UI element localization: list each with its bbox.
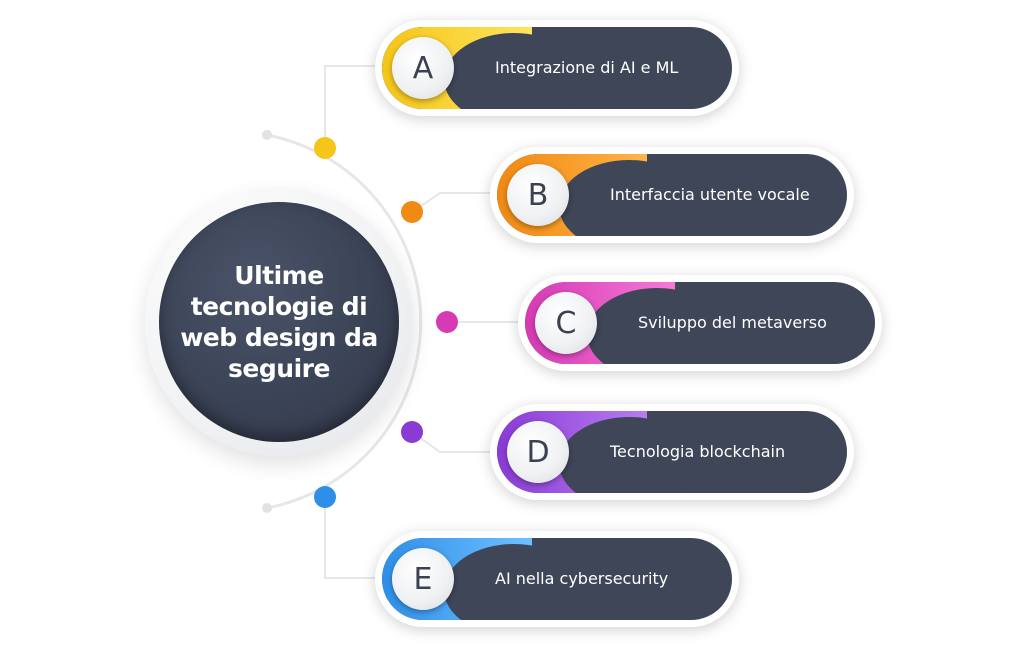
branch-a	[324, 65, 380, 148]
center-title: Ultime tecnologie di web design da segui…	[180, 261, 378, 383]
node-dot-a	[314, 137, 336, 159]
node-dot-d	[401, 421, 423, 443]
center-circle: Ultime tecnologie di web design da segui…	[159, 202, 399, 442]
item-letter-badge: E	[392, 548, 454, 610]
arc-line	[266, 133, 423, 510]
item-a: A Integrazione di AI e ML	[375, 20, 739, 116]
node-dot-c	[436, 311, 458, 333]
node-dot-b	[401, 201, 423, 223]
item-e: E AI nella cybersecurity	[375, 531, 739, 627]
branch-e	[324, 497, 380, 579]
item-label: AI nella cybersecurity	[495, 569, 669, 588]
arc-end-bottom	[262, 503, 272, 513]
item-label: Sviluppo del metaverso	[638, 313, 827, 332]
item-letter-badge: A	[392, 37, 454, 99]
branch-d	[411, 431, 494, 453]
item-letter-badge: B	[507, 164, 569, 226]
node-dot-e	[314, 486, 336, 508]
item-b: B Interfaccia utente vocale	[490, 147, 854, 243]
item-c: C Sviluppo del metaverso	[518, 275, 882, 371]
item-letter-badge: C	[535, 292, 597, 354]
item-label: Interfaccia utente vocale	[610, 185, 810, 204]
item-d: D Tecnologia blockchain	[490, 404, 854, 500]
item-label: Integrazione di AI e ML	[495, 58, 679, 77]
item-label: Tecnologia blockchain	[610, 442, 786, 461]
branch-b	[411, 192, 494, 213]
arc-end-top	[262, 130, 272, 140]
item-letter-badge: D	[507, 421, 569, 483]
